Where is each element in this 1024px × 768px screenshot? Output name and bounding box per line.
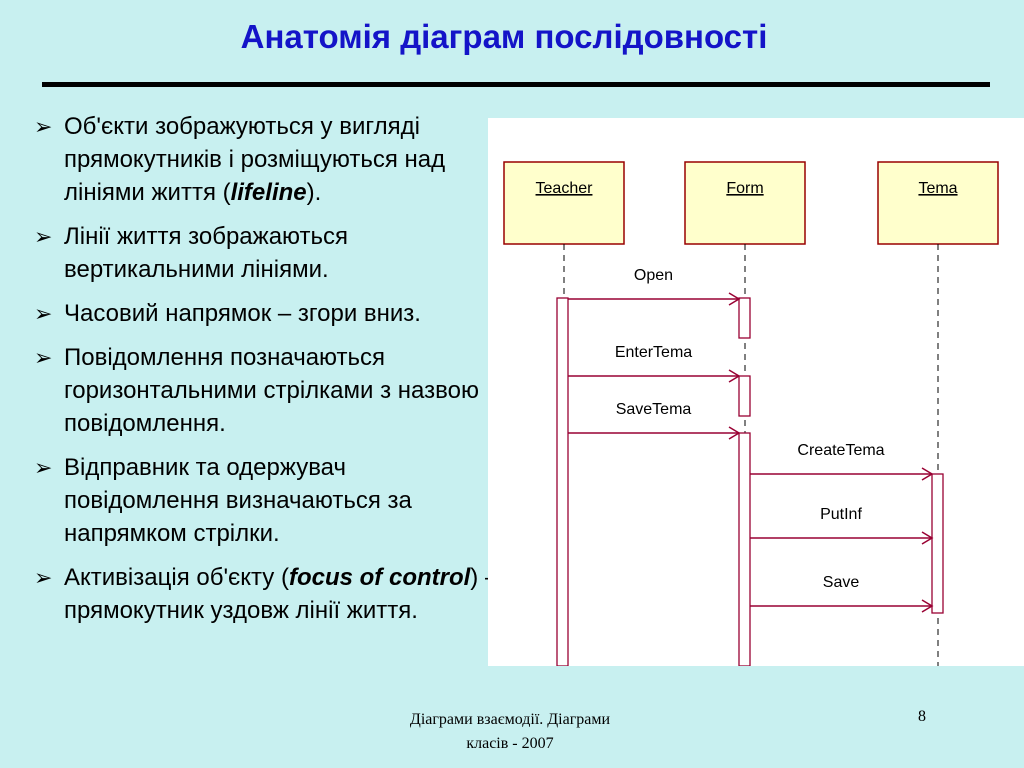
object-box-tema	[877, 161, 999, 245]
title-divider	[42, 82, 990, 87]
bullet-arrow-icon: ➢	[34, 301, 53, 326]
message-label-4: PutInf	[820, 506, 862, 523]
bullet-text: Об'єкти зображуються у вигляді прямокутн…	[64, 113, 446, 206]
bullet-arrow-icon: ➢	[34, 114, 53, 139]
bullet-text: Повідомлення позначаються горизонтальним…	[64, 344, 479, 437]
message-label-0: Open	[634, 267, 673, 284]
bullet-item: ➢ Відправник та одержувач повідомлення ви…	[34, 451, 504, 550]
activation-form-2	[738, 375, 751, 417]
message-arrowhead-1	[728, 369, 741, 383]
bullet-text: Активізація об'єкту (	[64, 564, 289, 591]
message-label-3: CreateTema	[797, 442, 884, 459]
message-arrowhead-5	[921, 599, 934, 613]
bullet-emphasis: lifeline	[230, 179, 307, 206]
message-arrowhead-3	[921, 467, 934, 481]
bullet-item: ➢ Лінії життя зображаються вертикальними …	[34, 220, 504, 286]
message-arrowhead-4	[921, 531, 934, 545]
message-label-2: SaveTema	[616, 401, 692, 418]
bullet-text: Часовий напрямок – згори вниз.	[64, 300, 421, 327]
bullet-item: ➢Активізація об'єкту (focus of control) …	[34, 561, 504, 627]
bullet-list: ➢ Об'єкти зображуються у вигляді прямокут…	[34, 110, 504, 638]
object-box-teacher	[503, 161, 625, 245]
bullet-item: ➢ Повідомлення позначаються горизонтальни…	[34, 341, 504, 440]
message-label-1: EnterTema	[615, 344, 692, 361]
bullet-arrow-icon: ➢	[34, 455, 53, 480]
slide-title: Анатомія діаграм послідовності	[240, 18, 768, 55]
bullet-text: Відправник та одержувач повідомлення виз…	[64, 454, 412, 547]
footer-text: Діаграми взаємодії. Діаграми класів - 20…	[360, 708, 660, 756]
activation-form-1	[738, 297, 751, 339]
activation-form-3	[738, 432, 751, 667]
bullet-emphasis: focus of control	[288, 564, 471, 591]
bullet-text: Лінії життя зображаються вертикальними л…	[64, 223, 349, 283]
footer-line-2: класів - 2007	[466, 735, 554, 752]
activation-tema	[931, 473, 944, 614]
footer-line-1: Діаграми взаємодії. Діаграми	[409, 711, 611, 728]
page-number: 8	[918, 708, 926, 725]
message-label-5: Save	[823, 574, 860, 591]
bullet-item: ➢ Часовий напрямок – згори вниз.	[34, 297, 504, 330]
object-label-form: Form	[726, 180, 763, 197]
bullet-item: ➢ Об'єкти зображуються у вигляді прямокут…	[34, 110, 504, 209]
object-label-teacher: Teacher	[536, 180, 594, 197]
object-box-form	[684, 161, 806, 245]
activation-teacher	[556, 297, 569, 667]
bullet-arrow-icon: ➢	[34, 565, 53, 590]
message-arrowhead-2	[728, 426, 741, 440]
sequence-diagram-svg: Teacher Form TemaOpenEnterTemaSaveTemaCrea…	[503, 161, 999, 667]
bullet-text: ).	[306, 179, 322, 206]
bullet-arrow-icon: ➢	[34, 224, 53, 249]
message-arrowhead-0	[728, 292, 741, 306]
bullet-arrow-icon: ➢	[34, 345, 53, 370]
object-label-tema: Tema	[918, 180, 957, 197]
